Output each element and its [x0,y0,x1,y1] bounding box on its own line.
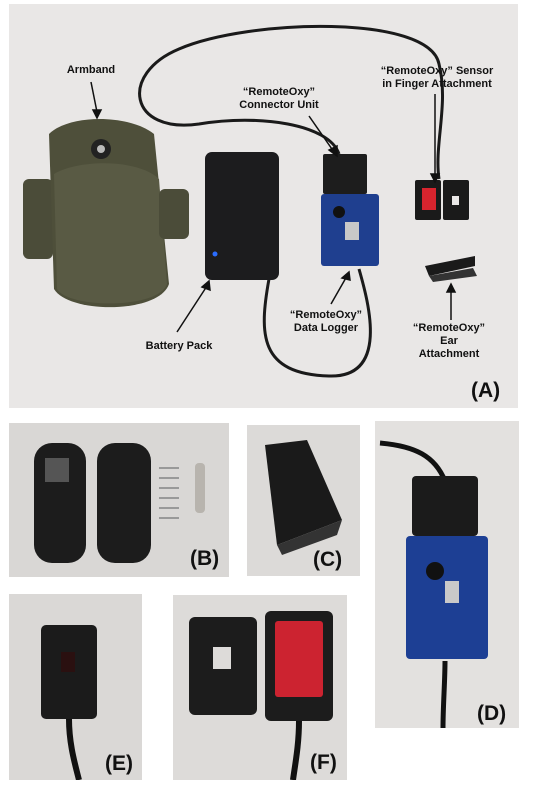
armband-label: Armband [66,64,116,76]
panel-b-photo [34,443,205,563]
data-logger-label-line1: “RemoteOxy” [289,309,363,321]
ear-attachment-image [425,256,477,282]
panel-e-tag: (E) [105,752,133,775]
panel-d: (D) [375,421,519,728]
panel-c-photo [265,440,342,555]
panel-c-tag: (C) [313,548,343,571]
panel-d-tag: (D) [477,702,507,725]
finger-sensor-label-line1: “RemoteOxy” Sensor [380,65,494,77]
panel-d-photo [379,440,488,728]
panel-e: (E) [9,594,142,780]
data-logger-label-line2: Data Logger [293,322,359,335]
ear-attachment-label-line1: “RemoteOxy” [412,322,486,334]
panel-e-photo [41,625,97,780]
connector-unit-label-line2: Connector Unit [239,99,319,112]
armband-image [23,119,189,308]
connector-unit-label-line1: “RemoteOxy” [242,86,316,98]
data-logger-image [321,194,379,266]
connector-unit-image [323,154,367,194]
panel-f-photo [189,611,333,780]
panel-c: (C) [247,425,360,576]
panel-f: (F) [173,595,347,780]
ear-attachment-label: “RemoteOxy” Ear Attachment [394,322,504,362]
battery-pack-image [205,152,279,280]
annotation-arrows [90,81,457,333]
ear-attachment-label-line2: Ear [440,335,458,348]
panel-b-tag: (B) [190,547,220,570]
panel-a-tag: (A) [471,379,501,402]
panel-a: Armband “RemoteOxy” Connector Unit “Remo… [9,4,518,408]
finger-sensor-label: “RemoteOxy” Sensor in Finger Attachment [367,65,507,91]
finger-sensor-label-line2: in Finger Attachment [382,78,492,91]
battery-pack-label: Battery Pack [145,340,213,352]
connector-unit-label: “RemoteOxy” Connector Unit [219,86,339,112]
panel-a-photo [23,24,477,378]
panel-b: (B) [9,423,229,577]
finger-sensor-image [415,180,469,220]
ear-attachment-label-line3: Attachment [418,348,480,361]
data-logger-label: “RemoteOxy” Data Logger [271,309,381,335]
panel-f-tag: (F) [310,751,337,774]
